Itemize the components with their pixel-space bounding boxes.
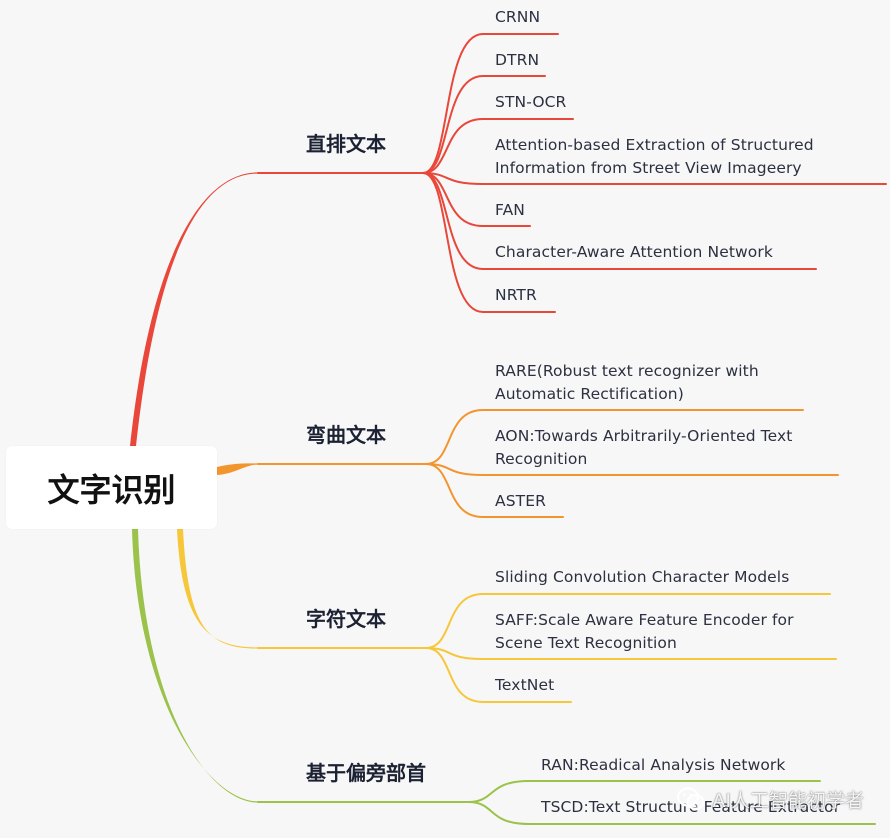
leaf-node[interactable]: DTRN bbox=[495, 49, 539, 72]
branch-2-title[interactable]: 弯曲文本 bbox=[306, 423, 386, 447]
leaf-text-line: AON:Towards Arbitrarily-Oriented Text bbox=[495, 427, 793, 445]
leaf-text-line: NRTR bbox=[495, 286, 537, 304]
leaf-text-line: Character-Aware Attention Network bbox=[495, 243, 773, 261]
leaf-node[interactable]: RAN:Readical Analysis Network bbox=[541, 754, 785, 777]
leaf-node[interactable]: ASTER bbox=[495, 490, 546, 513]
leaf-text-line: Attention-based Extraction of Structured bbox=[495, 136, 814, 154]
leaf-text-line: RAN:Readical Analysis Network bbox=[541, 756, 786, 774]
leaf-text-line: Information from Street View Imageery bbox=[495, 158, 802, 177]
watermark-text: AI人工智能初学者 bbox=[712, 789, 864, 812]
leaf-node[interactable]: FAN bbox=[495, 199, 525, 222]
leaf-node[interactable]: CRNN bbox=[495, 6, 540, 29]
leaf-connector-3-3 bbox=[425, 647, 484, 703]
leaf-connector-3-2 bbox=[425, 647, 484, 660]
leaf-node[interactable]: STN-OCR bbox=[495, 91, 566, 114]
watermark: AI人工智能初学者 bbox=[676, 786, 864, 812]
leaf-text-line: STN-OCR bbox=[495, 93, 567, 111]
leaf-text-line: FAN bbox=[495, 201, 525, 219]
leaf-text-line: Recognition bbox=[495, 449, 588, 468]
leaf-connector-3-1 bbox=[425, 593, 484, 649]
leaf-connector-4-2 bbox=[467, 801, 530, 825]
leaf-connector-1-6 bbox=[422, 172, 484, 270]
leaf-node[interactable]: NRTR bbox=[495, 284, 537, 307]
leaf-text-line: Scene Text Recognition bbox=[495, 633, 677, 652]
leaf-node[interactable]: Character-Aware Attention Network bbox=[495, 241, 773, 264]
leaf-text-line: ASTER bbox=[495, 492, 546, 510]
root-node[interactable]: 文字识别 bbox=[6, 446, 217, 529]
branch-connector-4 bbox=[132, 529, 258, 803]
branch-connector-3 bbox=[177, 529, 258, 649]
leaf-node[interactable]: Attention-based Extraction of Structured… bbox=[495, 134, 814, 179]
leaf-connector-1-3 bbox=[422, 118, 484, 174]
branch-4-title[interactable]: 基于偏旁部首 bbox=[306, 761, 426, 785]
leaf-connector-4-1 bbox=[467, 780, 530, 803]
leaf-connector-2-2 bbox=[425, 463, 484, 476]
leaf-text-line: SAFF:Scale Aware Feature Encoder for bbox=[495, 611, 794, 629]
leaf-connector-1-1 bbox=[422, 33, 484, 174]
branch-1-title[interactable]: 直排文本 bbox=[306, 132, 386, 156]
leaf-connector-1-7 bbox=[422, 172, 484, 313]
root-title: 文字识别 bbox=[47, 470, 176, 509]
branch-connector-2 bbox=[217, 463, 258, 475]
leaf-node[interactable]: TextNet bbox=[495, 674, 554, 697]
branch-3-title[interactable]: 字符文本 bbox=[306, 607, 386, 631]
branch-connector-1 bbox=[130, 172, 258, 446]
leaf-connector-1-2 bbox=[422, 75, 484, 174]
leaf-node[interactable]: Sliding Convolution Character Models bbox=[495, 566, 789, 589]
wechat-icon bbox=[677, 787, 705, 810]
leaf-connector-2-1 bbox=[425, 409, 484, 465]
leaf-text-line: DTRN bbox=[495, 51, 540, 69]
leaf-connector-1-4 bbox=[422, 172, 484, 185]
leaf-text-line: RARE(Robust text recognizer with bbox=[495, 362, 759, 380]
leaf-text-line: TextNet bbox=[495, 676, 555, 694]
leaf-text-line: CRNN bbox=[495, 8, 541, 26]
leaf-text-line: Sliding Convolution Character Models bbox=[495, 568, 790, 586]
leaf-connector-2-3 bbox=[425, 463, 484, 518]
leaf-text-line: Automatic Rectification) bbox=[495, 384, 684, 403]
